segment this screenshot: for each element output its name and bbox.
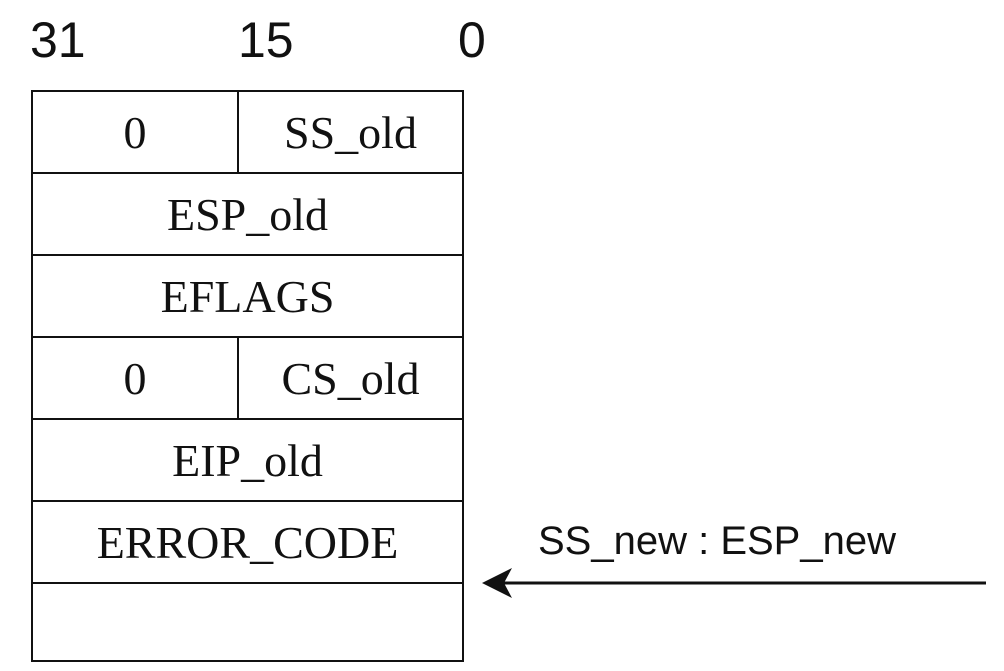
error-code-cell: ERROR_CODE <box>96 516 399 568</box>
stack-row-eip-old: EIP_old <box>33 420 462 502</box>
eflags-cell: EFLAGS <box>160 270 335 322</box>
stack-frame: 0 SS_old ESP_old EFLAGS 0 CS_old EIP_old… <box>31 90 464 662</box>
stack-pointer-label: SS_new : ESP_new <box>538 519 896 563</box>
ss-old-upper-cell: 0 <box>33 92 239 172</box>
bit-15-label: 15 <box>238 12 294 68</box>
stack-row-esp-old: ESP_old <box>33 174 462 256</box>
empty-cell <box>33 584 462 660</box>
left-arrow-icon <box>482 568 986 598</box>
arrow-head <box>482 568 512 598</box>
cs-old-cell: CS_old <box>281 352 420 404</box>
stack-row-ss-old: 0 SS_old <box>33 92 462 174</box>
stack-row-empty <box>33 584 462 660</box>
stack-row-cs-old: 0 CS_old <box>33 338 462 420</box>
bit-0-label: 0 <box>458 12 486 68</box>
stack-row-error-code: ERROR_CODE <box>33 502 462 584</box>
bit-31-label: 31 <box>30 12 86 68</box>
cs-old-upper-cell: 0 <box>33 338 239 418</box>
stack-row-eflags: EFLAGS <box>33 256 462 338</box>
ss-old-cell: SS_old <box>284 106 417 158</box>
eip-old-cell: EIP_old <box>172 434 323 486</box>
esp-old-cell: ESP_old <box>166 188 329 240</box>
